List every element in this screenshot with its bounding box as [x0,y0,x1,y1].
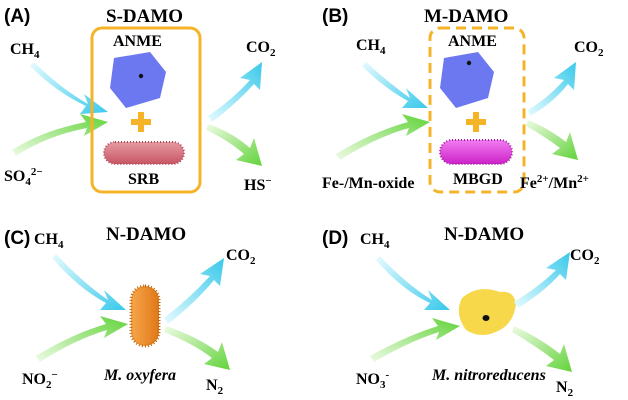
panel-b-anme-label: ANME [448,33,497,50]
panel-c-ch4-arrow [52,254,126,310]
panel-b-metal-label: Fe2+/Mn2+ [520,173,589,192]
panel-a-so4-label: SO42− [4,166,43,188]
panel-d: (D) N-DAMO CH4 NO3- M. nitroreducens CO2… [322,224,600,399]
panel-a-co2-arrow [208,62,262,122]
panel-a-hs-label: HS− [244,175,272,194]
panel-c-co2-arrow [164,258,224,324]
panel-b-anme-nucleus [466,60,472,66]
panel-d-co2-label: CO2 [570,247,600,267]
panel-d-ch4-arrow [376,256,450,310]
panel-c: (C) N-DAMO CH4 NO2− M. oxyfera CO2 N2 [4,224,256,397]
panel-c-organism-label: M. oxyfera [103,367,176,384]
panel-d-organism-label: M. nitroreducens [431,367,546,384]
panel-d-nitroreducens-cell [458,289,516,335]
panel-a-ch4-arrow [30,62,108,114]
panel-b-anme-cell [440,52,494,108]
panel-d-no3-label: NO3- [356,369,390,391]
panel-b-metal-arrow [526,120,578,160]
panel-b-oxide-label: Fe-/Mn-oxide [322,175,414,192]
panel-b-plus-icon [466,112,486,132]
panel-a-ch4-label: CH4 [10,41,40,61]
panel-a-consortium-box [90,26,202,194]
panel-d-tag: (D) [322,228,348,249]
panel-a: (A) S-DAMO CH4 SO42− ANME SRB CO2 HS− [4,6,276,194]
panel-a-so4-arrow [12,114,108,156]
panel-a-title: S-DAMO [106,6,183,27]
panel-d-n2-arrow [512,326,572,372]
panel-c-oxyfera-cell [129,284,161,348]
panel-d-no3-arrow [370,318,460,362]
panel-b-tag: (B) [322,6,348,27]
panel-b-mbgd-label: MBGD [453,171,503,188]
panel-a-hs-arrow [206,124,262,166]
panel-c-co2-label: CO2 [226,247,256,267]
panel-a-srb-cell [103,141,185,165]
panel-a-srb-label: SRB [128,171,159,188]
panel-d-nitroreducens-nucleus [482,315,490,321]
panel-a-anme-cell [110,52,166,108]
panel-b-co2-arrow [528,62,576,116]
panel-c-title: N-DAMO [106,224,186,245]
panel-b: (B) M-DAMO CH4 Fe-/Mn-oxide ANME MBGD CO… [322,6,604,194]
panel-b-title: M-DAMO [424,6,508,27]
panel-c-no2-arrow [36,316,128,362]
panel-c-n2-label: N2 [206,377,224,397]
panel-c-ch4-label: CH4 [34,231,64,251]
panel-c-n2-arrow [164,326,230,370]
panel-a-co2-label: CO2 [246,39,276,59]
panel-d-co2-arrow [514,252,570,308]
panel-c-no2-label: NO2− [22,369,58,391]
panel-b-ch4-arrow [362,62,428,108]
panel-d-title: N-DAMO [444,224,524,245]
panel-b-co2-label: CO2 [574,39,604,59]
panel-b-oxide-arrow [336,114,430,160]
panel-c-tag: (C) [4,228,30,249]
panel-a-anme-nucleus [138,73,144,79]
panel-b-consortium-box [428,26,526,194]
panel-b-ch4-label: CH4 [356,37,386,57]
panel-a-plus-icon [131,112,151,132]
panel-a-tag: (A) [4,6,30,27]
panel-a-anme-label: ANME [113,33,162,50]
panel-d-ch4-label: CH4 [360,231,390,251]
panel-b-mbgd-cell [439,139,513,165]
panel-d-n2-label: N2 [556,379,574,399]
